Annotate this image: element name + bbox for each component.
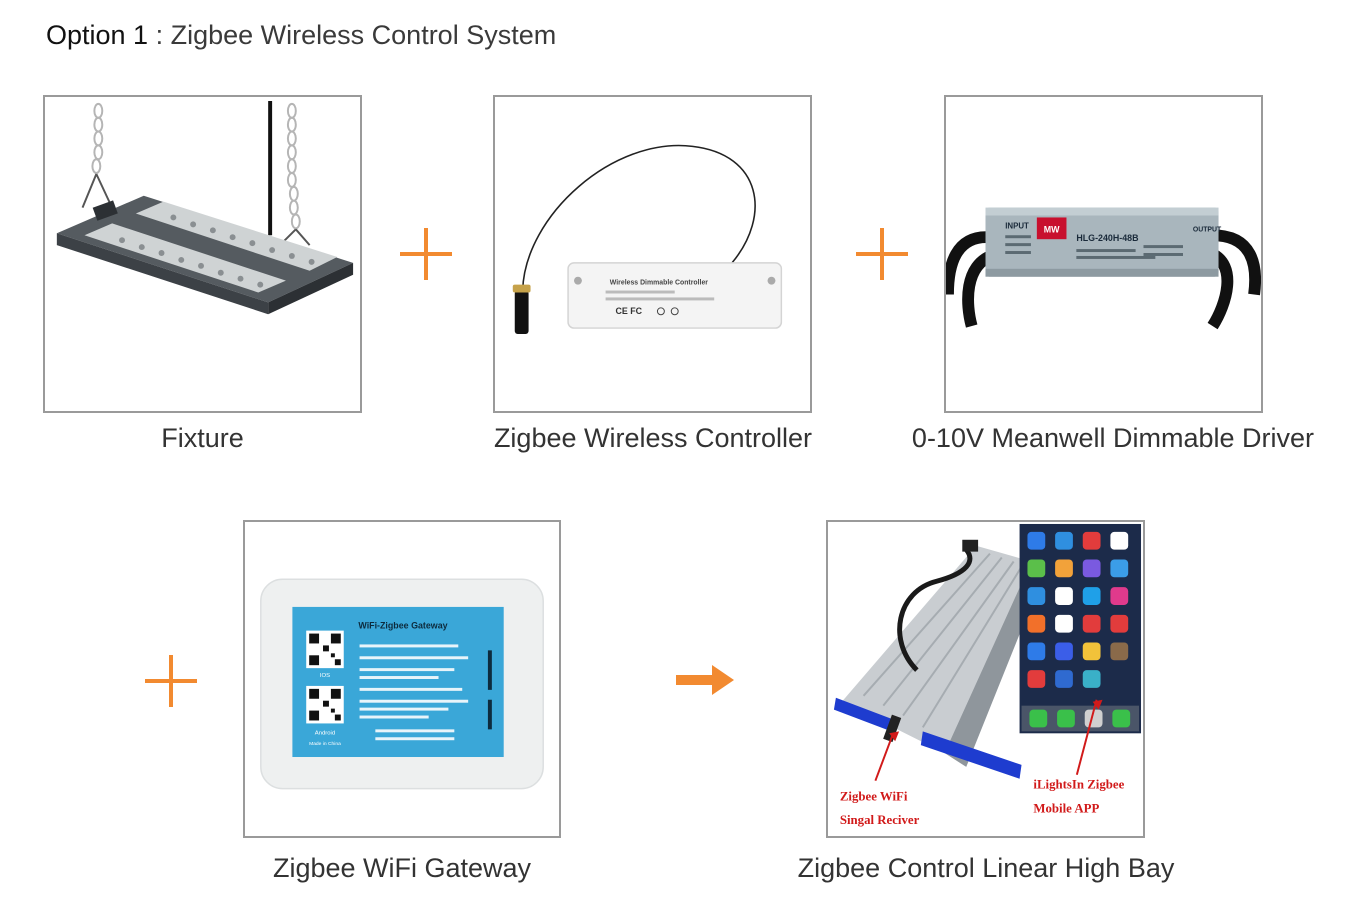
fixture-image — [43, 95, 362, 413]
driver-illustration: INPUT OUTPUT MW HLG-240H-48B — [946, 207, 1261, 330]
driver-image: INPUT OUTPUT MW HLG-240H-48B — [944, 95, 1263, 413]
svg-text:CE FC: CE FC — [615, 306, 642, 316]
fixture-illustration — [56, 100, 354, 315]
highbay-illustration: Zigbee WiFi Singal Reciver iLightsIn Zig… — [833, 523, 1142, 827]
plus-icon — [145, 655, 197, 707]
caption-driver: 0-10V Meanwell Dimmable Driver — [911, 423, 1315, 453]
controller-illustration: Wireless Dimmable Controller CE FC — [512, 144, 783, 334]
caption-gateway: Zigbee WiFi Gateway — [272, 853, 532, 883]
driver-model-label: HLG-240H-48B — [1076, 233, 1138, 243]
caption-controller: Zigbee Wireless Controller — [493, 423, 813, 453]
gateway-android-label: Android — [315, 730, 335, 736]
gateway-ios-label: IOS — [320, 673, 330, 679]
caption-fixture: Fixture — [161, 423, 244, 453]
plus-icon — [400, 228, 452, 280]
gateway-image: WiFi-Zigbee Gateway IOS Android Made in … — [243, 520, 561, 838]
app-label-line2: Mobile APP — [1033, 801, 1099, 815]
driver-brand-label: MW — [1044, 224, 1060, 234]
gateway-illustration: WiFi-Zigbee Gateway IOS Android Made in … — [260, 578, 544, 790]
title-text: Zigbee Wireless Control System — [170, 20, 557, 50]
controller-image: Wireless Dimmable Controller CE FC — [493, 95, 812, 413]
controller-label: Wireless Dimmable Controller — [610, 280, 709, 287]
title-prefix: Option 1 — [46, 20, 149, 50]
caption-highbay: Zigbee Control Linear High Bay — [797, 853, 1175, 883]
highbay-image: Zigbee WiFi Singal Reciver iLightsIn Zig… — [826, 520, 1145, 838]
app-label-line1: iLightsIn Zigbee — [1033, 778, 1124, 792]
gateway-heading: WiFi-Zigbee Gateway — [358, 621, 447, 631]
gateway-made-in-label: Made in China — [309, 741, 341, 747]
title-separator: : — [148, 20, 171, 50]
plus-icon — [856, 228, 908, 280]
driver-output-label: OUTPUT — [1193, 226, 1222, 233]
driver-input-label: INPUT — [1005, 221, 1029, 230]
page-title: Option 1 : Zigbee Wireless Control Syste… — [46, 20, 556, 51]
arrow-right-icon — [676, 665, 734, 695]
receiver-label-line1: Zigbee WiFi — [840, 789, 908, 803]
receiver-label-line2: Singal Reciver — [840, 813, 920, 827]
